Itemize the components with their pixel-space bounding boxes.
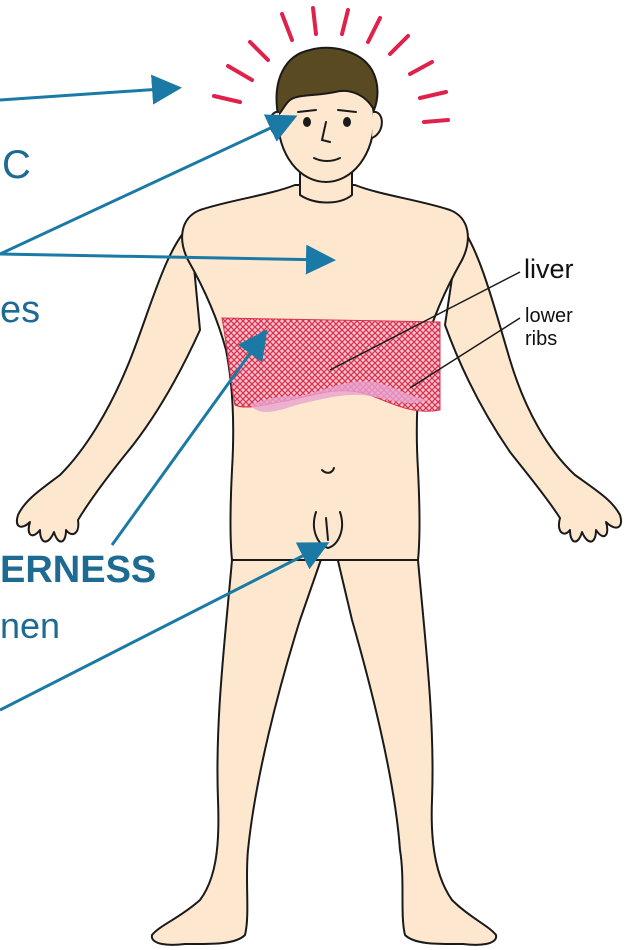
abdomen-label: nen (0, 605, 60, 646)
left-arm (17, 225, 200, 542)
left-leg (152, 548, 325, 945)
arrow-to-head (0, 88, 176, 100)
lower-ribs-label-line1: lower (525, 305, 573, 327)
liver-label: liver (524, 254, 574, 284)
tenderness-label: ERNESS (0, 549, 156, 591)
temperature-label: °C (0, 143, 31, 187)
lower-ribs-label-line2: ribs (525, 328, 557, 350)
aches-label: es (0, 289, 40, 331)
right-leg (335, 548, 496, 945)
right-ear (372, 112, 382, 138)
right-eye (344, 118, 350, 126)
human-figure (17, 58, 621, 945)
left-eye (304, 118, 310, 126)
